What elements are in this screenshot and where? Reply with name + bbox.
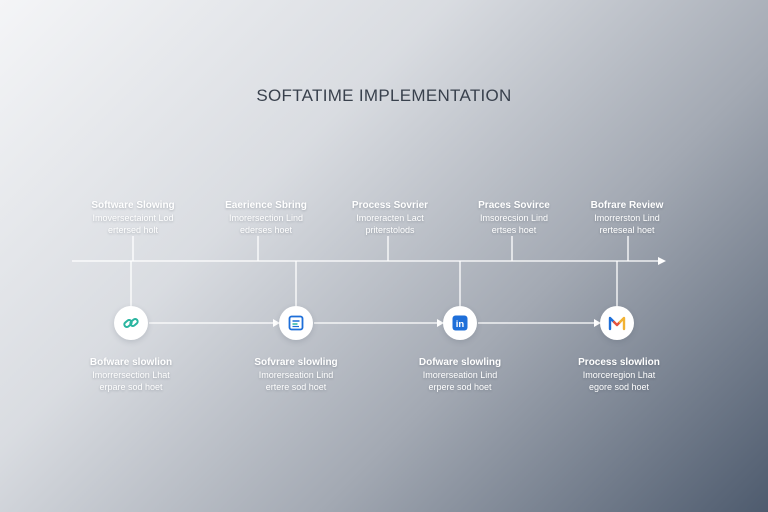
top-label-heading: Praces Sovirce xyxy=(478,200,550,211)
step-node-1 xyxy=(114,306,148,340)
top-label-2: Eaerience Sbring Imorersection Lind eder… xyxy=(201,199,331,236)
bottom-label-2: Sofvrare slowling Imorerseation Lind ert… xyxy=(231,356,361,393)
bottom-label-1: Bofware slowlion Imorrersection Lhat erp… xyxy=(66,356,196,393)
bottom-label-3: Dofware slowling Imorerseation Lind erpe… xyxy=(395,356,525,393)
top-label-sub: Imsorecsion Lind xyxy=(479,213,549,223)
top-label-sub: ertses hoet xyxy=(491,225,537,235)
top-label-sub: priterstolods xyxy=(365,225,415,235)
top-label-sub: Imorersection Lind xyxy=(228,213,304,223)
linkedin-icon-text: in xyxy=(456,319,465,330)
top-label-3: Process Sovrier Imoreracten Lact priters… xyxy=(325,199,455,236)
top-label-sub: ertersed holt xyxy=(107,225,159,235)
bottom-label-heading: Sofvrare slowling xyxy=(254,357,338,368)
gmail-icon xyxy=(608,316,626,331)
bottom-label-sub: Imorerseation Lind xyxy=(422,370,498,380)
flow-arrowhead-2 xyxy=(437,319,444,327)
step-node-3: in xyxy=(443,306,477,340)
top-label-sub: rerteseal hoet xyxy=(599,225,655,235)
top-label-sub: Imoreracten Lact xyxy=(356,213,424,223)
step-node-4 xyxy=(600,306,634,340)
bottom-label-heading: Process slowlion xyxy=(578,357,660,368)
bottom-label-4: Process slowlion Imorceregion Lhat egore… xyxy=(554,356,684,393)
step-node-2 xyxy=(279,306,313,340)
flow-arrowhead-1 xyxy=(273,319,280,327)
bottom-label-sub: erpare sod hoet xyxy=(99,382,163,392)
top-label-heading: Bofrare Review xyxy=(590,200,664,211)
diagram-title: SOFTATIME IMPLEMENTATION xyxy=(256,86,512,105)
bottom-label-sub: Imorerseation Lind xyxy=(258,370,334,380)
bottom-label-sub: egore sod hoet xyxy=(588,382,650,392)
top-label-heading: Eaerience Sbring xyxy=(225,200,307,211)
top-label-heading: Software Slowing xyxy=(91,200,175,211)
bottom-label-heading: Dofware slowling xyxy=(418,357,502,368)
flow-arrowhead-3 xyxy=(594,319,601,327)
top-label-sub: ederses hoet xyxy=(239,225,293,235)
document-icon xyxy=(288,315,304,331)
bottom-label-sub: Imorrersection Lhat xyxy=(92,370,170,380)
top-label-1: Software Slowing Imoversectaiont Lod ert… xyxy=(68,199,198,236)
top-label-heading: Process Sovrier xyxy=(351,200,429,211)
top-label-sub: Imoversectaiont Lod xyxy=(92,213,174,223)
top-label-5: Bofrare Review Imorrerston Lind rertesea… xyxy=(562,199,692,236)
axis-arrowhead xyxy=(658,257,666,265)
top-label-sub: Imorrerston Lind xyxy=(594,213,660,223)
bottom-label-heading: Bofware slowlion xyxy=(89,357,173,368)
bottom-label-sub: ertere sod hoet xyxy=(265,382,327,392)
top-label-4: Praces Sovirce Imsorecsion Lind ertses h… xyxy=(449,199,579,236)
bottom-label-sub: Imorceregion Lhat xyxy=(582,370,656,380)
link-icon xyxy=(123,318,139,328)
bottom-label-sub: erpere sod hoet xyxy=(428,382,492,392)
linkedin-icon: in xyxy=(452,315,468,331)
